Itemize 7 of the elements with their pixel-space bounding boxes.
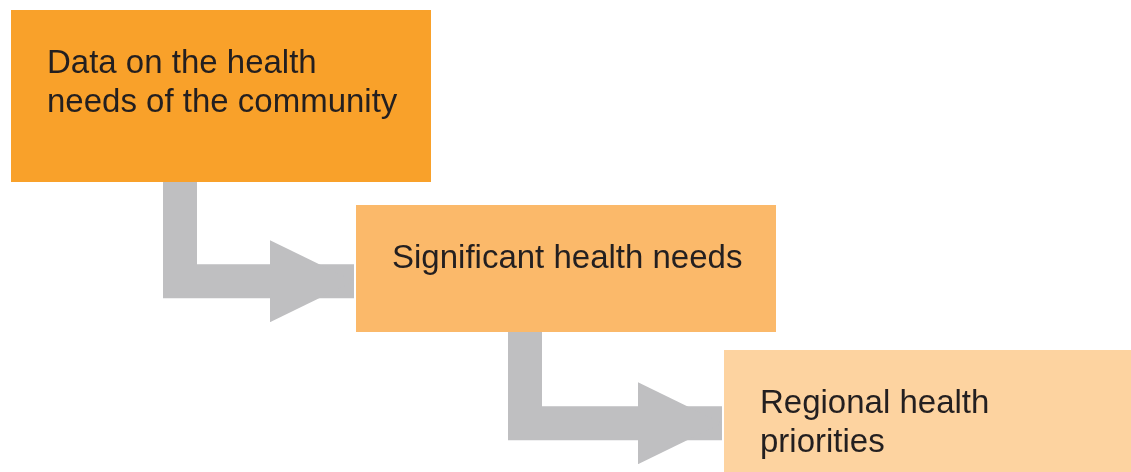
arrow — [508, 332, 722, 465]
process-box — [11, 10, 431, 182]
box-label: Regional health priorities — [760, 382, 991, 460]
box-label: Significant health needs — [392, 237, 744, 276]
box-label: Data on the health needs of the community — [47, 42, 399, 120]
process-box — [356, 205, 776, 332]
process-box — [724, 350, 1131, 472]
